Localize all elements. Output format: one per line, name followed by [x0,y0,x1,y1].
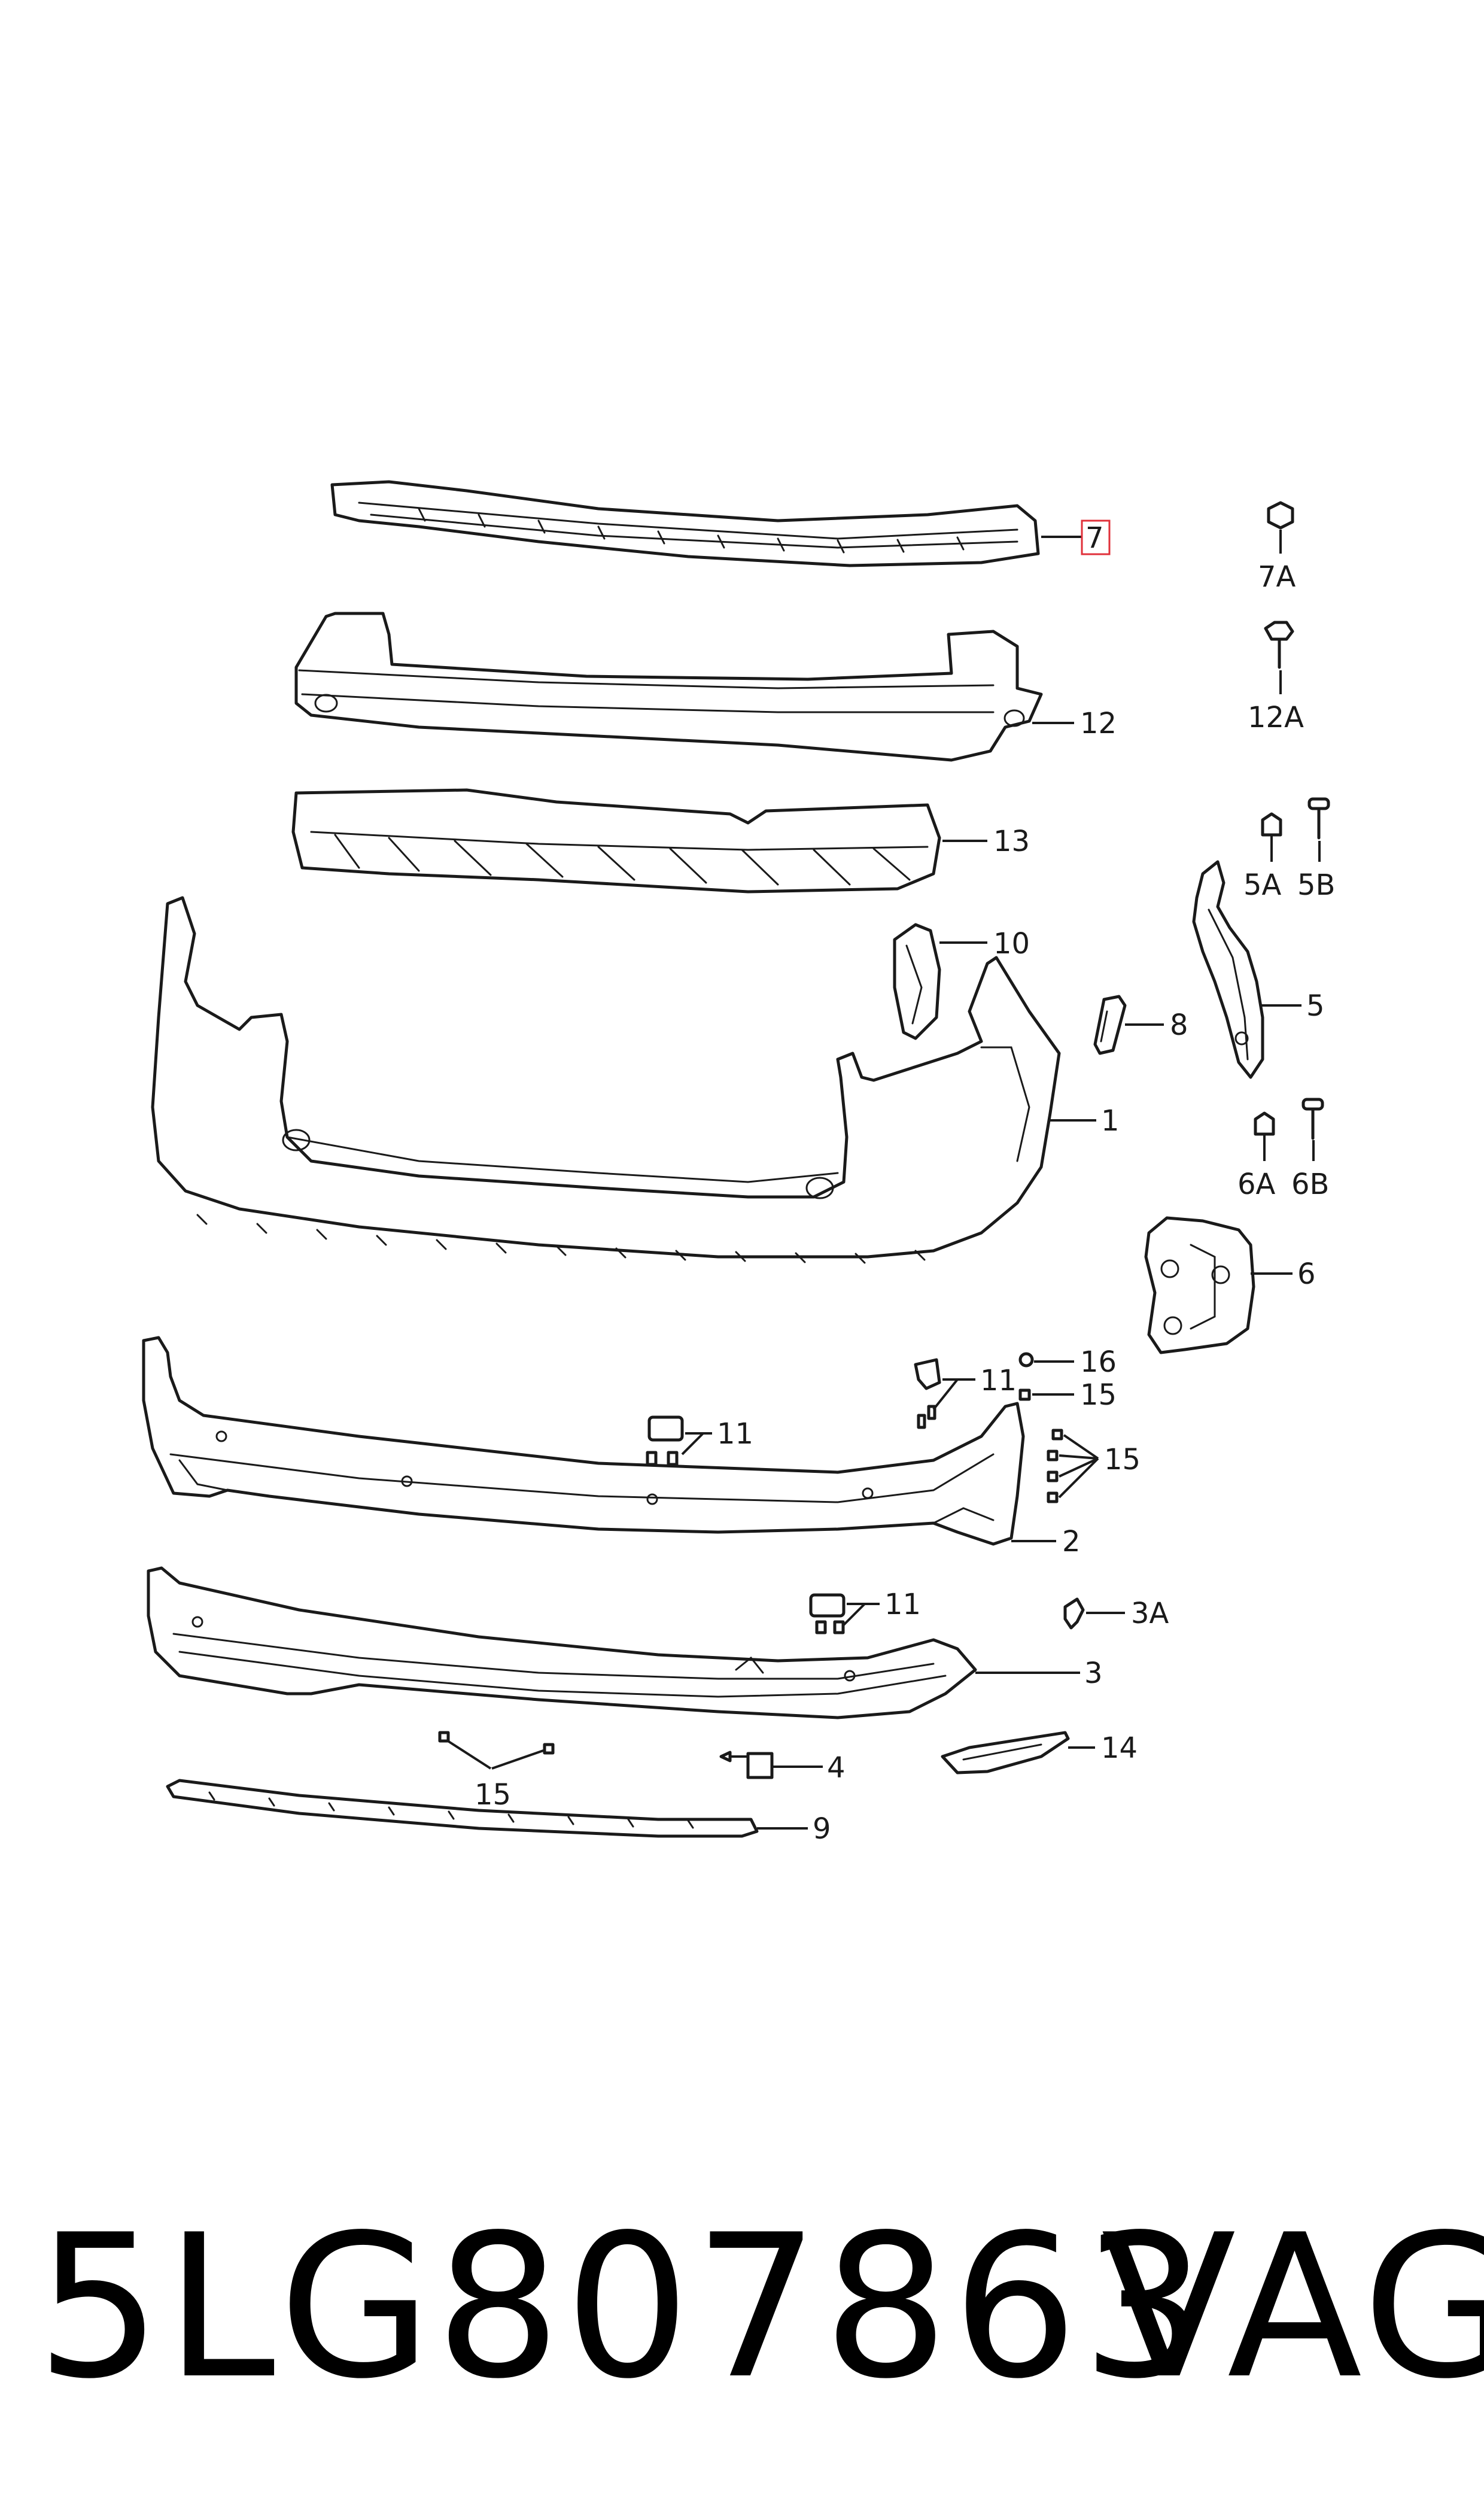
part-8-reflector [1093,995,1127,1055]
part-15-clip-top [1018,1388,1074,1401]
part-9-lower-strip [166,1779,759,1838]
callout-11a: 11 [717,1417,753,1451]
part-6b-screw [1301,1098,1324,1161]
part-10-cover-cap [893,923,941,1040]
callout-4: 4 [827,1751,846,1785]
part-7a-nut [1267,501,1294,554]
part-15-clip-bottom [438,1731,555,1770]
callout-11c: 11 [884,1588,921,1621]
callout-5: 5 [1306,989,1325,1023]
callout-11b: 11 [980,1364,1017,1397]
callout-7a: 7A [1258,560,1296,594]
callout-6: 6 [1297,1257,1316,1291]
callout-12: 12 [1080,707,1117,740]
part-3a-expanding-clip [1063,1597,1125,1630]
part-16-washer [1018,1352,1074,1368]
callout-6b: 6B [1291,1168,1329,1201]
callout-3a: 3A [1131,1597,1169,1630]
part-5b-screw [1307,797,1330,862]
callout-1: 1 [1101,1104,1120,1138]
part-1-bumper-cover [151,896,1061,1264]
part-12-impact-bar [294,612,1043,762]
highlight-box-7 [1081,519,1111,555]
callout-5b: 5B [1297,868,1335,902]
brand-label: VAG [1101,2192,1484,2422]
part-15-clip-group [1047,1429,1099,1503]
part-11-clip-lower [809,1593,880,1634]
callout-12a: 12A [1248,701,1304,734]
callout-7: 7 [1085,521,1104,555]
part-5a-nut [1261,812,1282,862]
callout-9: 9 [813,1812,831,1846]
callout-15b: 15 [1104,1443,1141,1476]
part-2-lower-section [142,1336,1025,1546]
callout-13: 13 [993,825,1030,858]
callout-15a: 15 [1080,1378,1117,1412]
callout-2: 2 [1062,1525,1081,1558]
part-12a-bolt [1264,621,1294,694]
callout-10: 10 [993,927,1030,961]
part-11-clip-center [646,1415,712,1466]
part-number-label: 5LG807863 [36,2192,1211,2422]
part-6-side-bracket [1144,1216,1255,1354]
part-11-clip-right [914,1358,975,1429]
callout-3: 3 [1084,1657,1103,1690]
callout-8: 8 [1170,1008,1188,1042]
part-13-foam-absorber [291,788,941,894]
part-7-absorber-strip [330,480,1040,567]
callout-14: 14 [1101,1731,1138,1765]
part-14-trim-strip [941,1731,1070,1774]
callout-6a: 6A [1237,1168,1276,1201]
part-4-cap [719,1751,823,1779]
part-6a-nut [1254,1111,1275,1161]
callout-16: 16 [1080,1345,1117,1379]
part-3-lower-trim [147,1566,977,1719]
callout-5a: 5A [1243,868,1282,902]
part-5-guide-bracket [1192,860,1264,1079]
callout-15c: 15 [475,1778,511,1812]
